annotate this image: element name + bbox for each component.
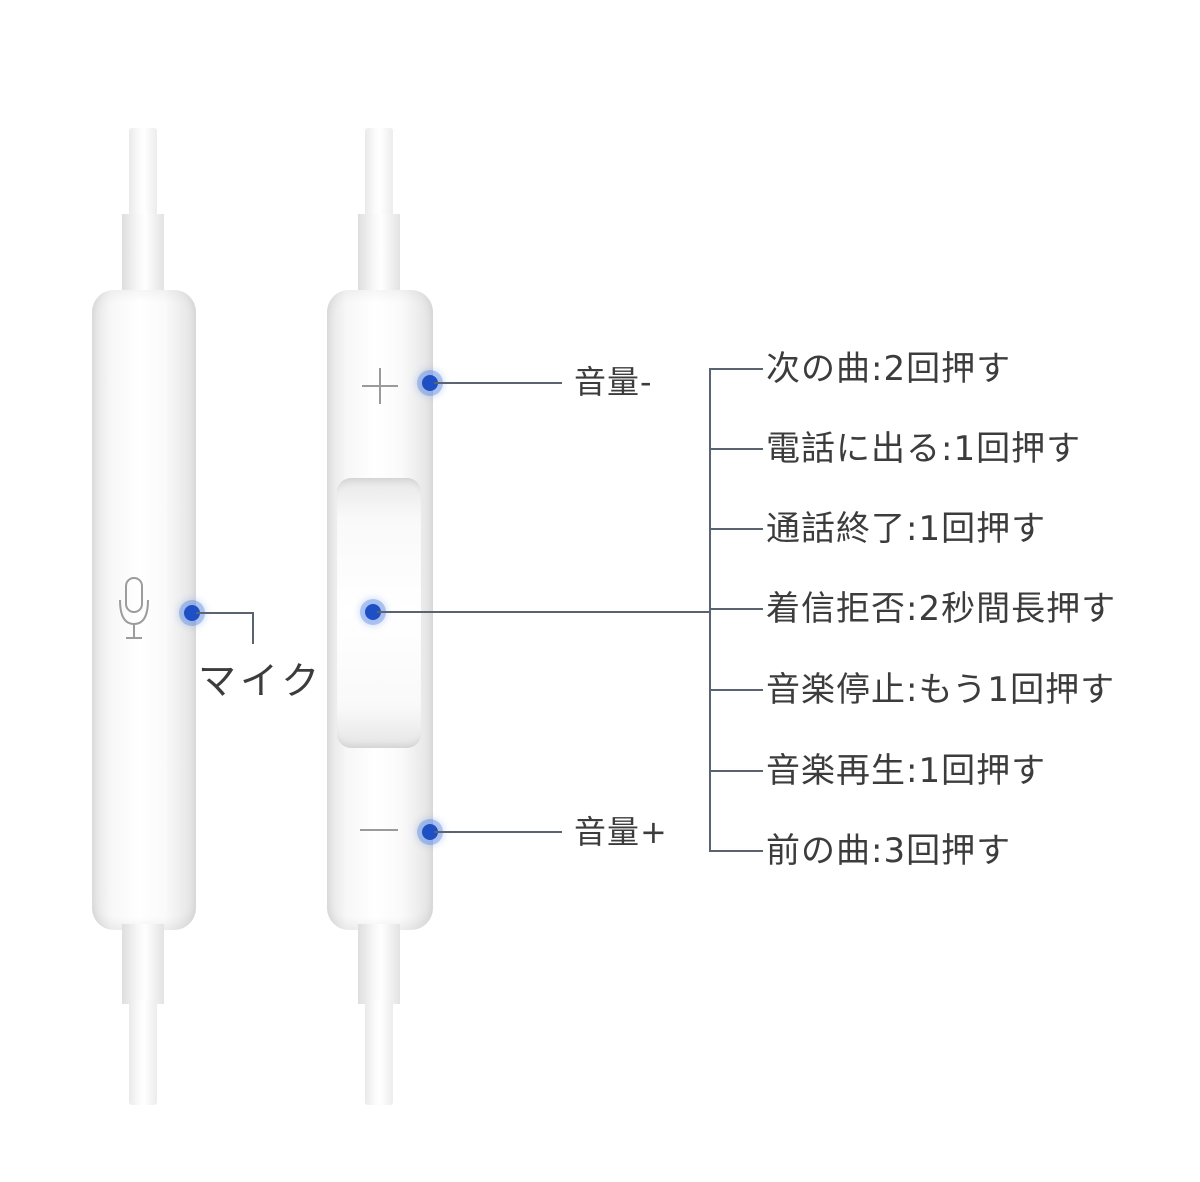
left-strain-relief-top xyxy=(122,214,164,294)
center-button-callout-line xyxy=(377,611,711,613)
function-play-music: 音楽再生:1回押す xyxy=(766,751,1047,791)
left-cable-bottom xyxy=(129,1000,157,1105)
volume-top-callout-line xyxy=(434,382,562,384)
microphone-callout-dot xyxy=(184,605,200,621)
functions-bracket-spine xyxy=(709,368,711,852)
volume-minus-symbol-icon[interactable] xyxy=(358,820,400,840)
volume-top-callout-dot xyxy=(422,375,438,391)
right-cable-bottom xyxy=(365,1000,393,1105)
function-branch-3 xyxy=(709,528,763,530)
function-branch-2 xyxy=(709,448,763,450)
function-branch-7 xyxy=(709,850,763,852)
function-pause-music: 音楽停止:もう1回押す xyxy=(766,670,1116,710)
right-strain-relief-top xyxy=(358,214,400,294)
function-next-track: 次の曲:2回押す xyxy=(766,349,1012,389)
function-previous-track: 前の曲:3回押す xyxy=(766,831,1012,871)
right-cable-top xyxy=(365,128,393,228)
left-remote-body xyxy=(92,290,196,930)
left-strain-relief-bottom xyxy=(122,924,164,1004)
volume-bottom-label: 音量+ xyxy=(574,813,668,851)
function-branch-4 xyxy=(709,608,763,610)
volume-plus-symbol-icon[interactable] xyxy=(360,366,400,406)
function-answer-call: 電話に出る:1回押す xyxy=(766,429,1082,469)
function-branch-5 xyxy=(709,689,763,691)
volume-top-label: 音量- xyxy=(574,363,653,401)
microphone-icon xyxy=(119,577,149,639)
function-decline-call: 着信拒否:2秒間長押す xyxy=(766,589,1117,629)
right-strain-relief-bottom xyxy=(358,924,400,1004)
function-end-call: 通話終了:1回押す xyxy=(766,509,1047,549)
microphone-callout-line xyxy=(196,612,254,614)
microphone-label: マイク xyxy=(198,659,324,703)
volume-bottom-callout-line xyxy=(434,831,562,833)
function-branch-1 xyxy=(709,368,763,370)
function-branch-6 xyxy=(709,770,763,772)
volume-bottom-callout-dot xyxy=(422,824,438,840)
left-cable-top xyxy=(129,128,157,228)
center-button-callout-dot xyxy=(365,604,381,620)
microphone-callout-drop xyxy=(252,612,254,644)
